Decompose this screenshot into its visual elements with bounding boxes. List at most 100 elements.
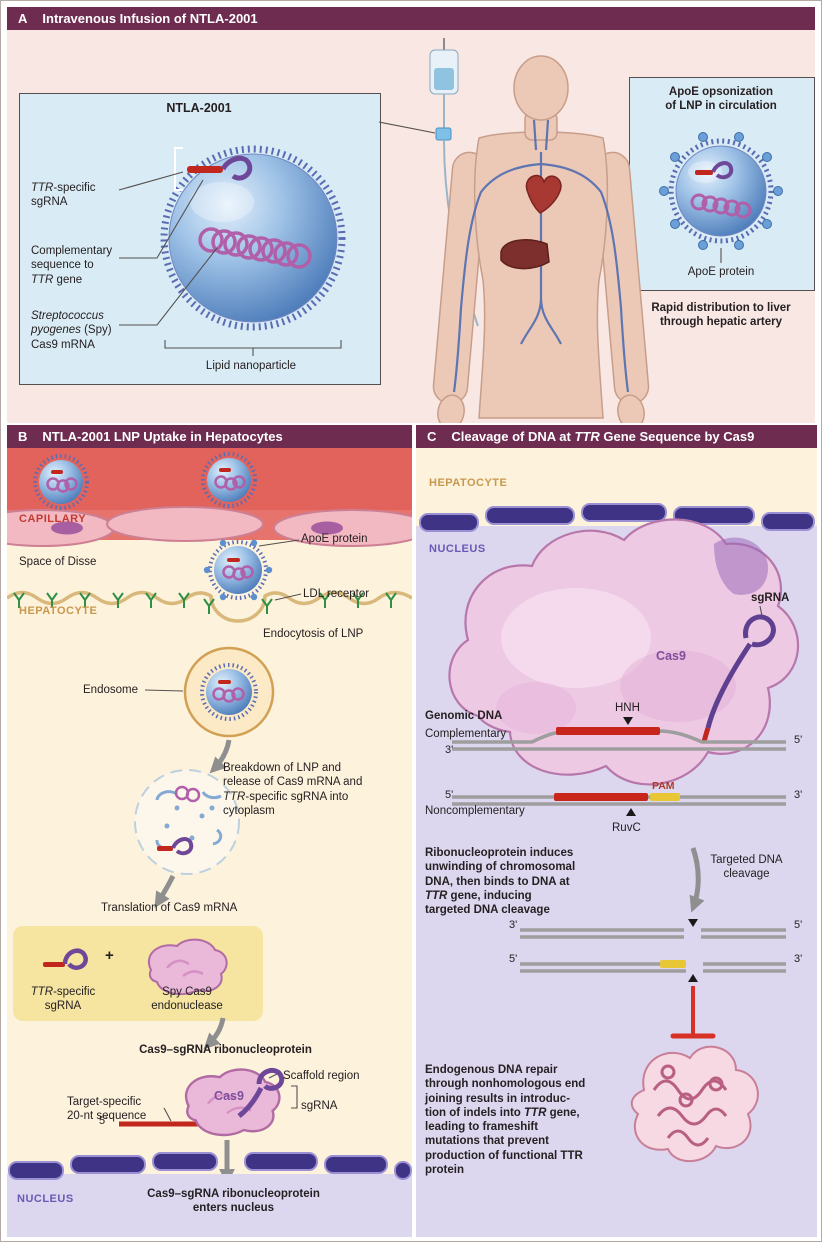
label-space-of-disse: Space of Disse	[19, 556, 97, 568]
nuclear-membrane	[419, 503, 815, 532]
label-sgrna-c: sgRNA	[751, 592, 790, 604]
label-spy-endonuclease: Spy Cas9 endonuclease	[151, 986, 223, 1013]
label-endocytosis: Endocytosis of LNP	[263, 628, 364, 640]
lnp-in-capillary	[33, 452, 257, 510]
label-complementary-sequence: Complementary sequence to TTR gene	[31, 245, 113, 286]
apoe-protein-dots	[659, 132, 783, 250]
apoe-box-title: ApoE opsonization of LNP in circulation	[665, 86, 777, 113]
label-hnh: HNH	[615, 702, 640, 714]
ruptured-endosome	[134, 769, 240, 875]
arrow-to-breakdown	[209, 739, 232, 774]
nuclear-membrane	[8, 1152, 412, 1180]
text-rnp-induces: Ribonucleoprotein induces unwinding of c…	[425, 847, 576, 916]
label-cas9-b: Cas9	[214, 1089, 244, 1103]
label-sgrna-b: sgRNA	[301, 1100, 338, 1112]
cleaved-top-left-end: 3'	[509, 919, 518, 931]
spy-cas9-blob	[148, 938, 228, 996]
label-capillary: CAPILLARY	[19, 513, 87, 525]
lnp-endocytosis	[203, 539, 273, 601]
plus-sign: +	[105, 947, 114, 964]
label-ldl-receptor: LDL receptor	[303, 588, 370, 600]
inhibition-symbol	[670, 986, 716, 1039]
label-five-prime-b: 5'	[99, 1115, 108, 1127]
label-ttr-sgrna-b: TTR-specific sgRNA	[30, 986, 96, 1013]
label-cas9-c: Cas9	[656, 649, 686, 663]
panel-c-header: C Cleavage of DNA at TTR Gene Sequence b…	[416, 425, 817, 448]
cleaved-bottom-right-end: 3'	[794, 953, 803, 965]
cleaved-bottom-left-end: 5'	[509, 953, 518, 965]
label-target-specific: Target-specific 20-nt sequence	[67, 1096, 147, 1123]
dna-top-left-end: 3'	[445, 744, 454, 756]
label-nucleus-b: NUCLEUS	[17, 1193, 74, 1205]
panel-c-title: Cleavage of DNA at TTR Gene Sequence by …	[451, 429, 755, 444]
mrna-coil-small	[690, 193, 752, 219]
dna-bottom-left-end: 5'	[445, 789, 454, 801]
target-sequence	[556, 727, 660, 735]
text-breakdown: Breakdown of LNP and release of Cas9 mRN…	[223, 762, 363, 817]
text-enters-nucleus: Cas9–sgRNA ribonucleoprotein enters nucl…	[147, 1188, 320, 1215]
veins	[452, 119, 630, 393]
arrow-to-translation	[154, 874, 176, 909]
label-ruvc: RuvC	[612, 822, 641, 834]
dna-strands	[452, 717, 786, 816]
panel-b-art	[7, 448, 412, 1237]
endosome	[183, 646, 275, 738]
dna-top-right-end: 5'	[794, 734, 803, 746]
panel-b-letter: B	[18, 429, 28, 444]
label-complementary-strand: Complementary	[425, 728, 507, 740]
left-hand	[437, 394, 465, 423]
panel-b-title: NTLA-2001 LNP Uptake in Hepatocytes	[42, 429, 283, 444]
label-scaffold-region: Scaffold region	[283, 1070, 360, 1082]
arrow-to-rnp	[203, 1017, 226, 1050]
sgrna-scaffold-loop	[256, 1067, 285, 1091]
sgrna-hairpin	[220, 155, 253, 181]
label-lipid-nanoparticle: Lipid nanoparticle	[205, 360, 297, 372]
label-hepatocyte-b: HEPATOCYTE	[19, 605, 98, 617]
label-nucleus-c: NUCLEUS	[429, 543, 486, 555]
panel-b-header: B NTLA-2001 LNP Uptake in Hepatocytes	[7, 425, 412, 448]
ntla-box-title: NTLA-2001	[166, 101, 232, 115]
label-genomic-dna: Genomic DNA	[425, 710, 503, 722]
endothelial-cells	[7, 506, 412, 547]
panel-a-art	[118, 38, 783, 423]
apoe-dots	[203, 539, 273, 601]
label-translation: Translation of Cas9 mRNA	[101, 902, 238, 914]
lipid-nanoparticle-illustration	[160, 145, 346, 331]
ttr-protein-tangle	[630, 1045, 759, 1163]
label-endosome: Endosome	[83, 684, 138, 696]
ldl-receptors	[13, 592, 397, 614]
cell-nucleus	[51, 521, 83, 535]
head	[513, 55, 569, 121]
panel-a-letter: A	[18, 11, 28, 26]
right-hand	[617, 394, 645, 423]
cell-nucleus	[311, 521, 343, 535]
panel-a-header: A Intravenous Infusion of NTLA-2001	[7, 7, 815, 30]
rnp-complex	[119, 1067, 285, 1137]
dna-bottom-right-end: 3'	[794, 789, 803, 801]
white-bracket	[174, 147, 183, 191]
nucleus-region	[7, 1174, 412, 1237]
heart	[525, 174, 562, 214]
text-endogenous-repair: Endogenous DNA repair through nonhomolog…	[425, 1064, 586, 1176]
human-figure	[432, 55, 650, 423]
label-spy-cas9-mrna: Streptococcus pyogenes (Spy) Cas9 mRNA	[31, 310, 112, 351]
label-ttr-sgrna: TTR-specific sgRNA	[31, 182, 96, 209]
panel-a-title: Intravenous Infusion of NTLA-2001	[42, 11, 258, 26]
pam-site	[650, 793, 680, 801]
panel-a-leader-lines	[118, 121, 722, 356]
label-pam: PAM	[652, 780, 675, 792]
label-noncomplementary-strand: Noncomplementary	[425, 805, 525, 817]
label-hepatocyte-c: HEPATOCYTE	[429, 477, 508, 489]
label-targeted-cleavage: Targeted DNA cleavage	[710, 854, 783, 881]
cas9-mrna-coil	[198, 227, 312, 269]
caption-rapid-distribution: Rapid distribution to liver through hepa…	[651, 302, 791, 329]
hepatocyte-membrane	[7, 590, 412, 623]
panel-c-letter: C	[427, 429, 437, 444]
cleaved-dna	[520, 919, 786, 982]
label-rnp: Cas9–sgRNA ribonucleoprotein	[139, 1044, 312, 1056]
ruvc-cleavage-site-marker	[626, 808, 636, 816]
cleaved-top-right-end: 5'	[794, 919, 803, 931]
ttr-sgrna-hairpin	[43, 948, 88, 970]
